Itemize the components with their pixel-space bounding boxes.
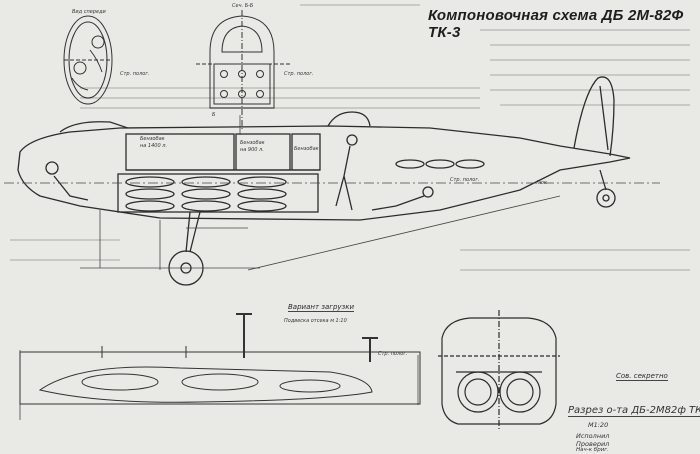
fuel-tank-2-capacity: на 900 л.	[240, 147, 264, 153]
section-title: Разрез о-та ДБ-2М82ф ТК-3	[568, 405, 700, 417]
front-view-label: Вид спереди	[72, 9, 106, 15]
tank-3-label: Бензобак	[294, 146, 319, 152]
section-mark: Б	[212, 112, 216, 118]
drawing-title: Компоновочная схема ДБ 2М-82Ф ТК-3	[428, 7, 684, 41]
hatch-label: Люк	[536, 180, 547, 186]
bomb-loading-plan	[19, 313, 421, 405]
head-label: Нач-к бриг.	[576, 447, 609, 453]
fuel-tank-2-label: Бензобак	[240, 140, 265, 146]
fuel-tank-1-capacity: на 1400 л.	[140, 143, 168, 149]
fuselage-side-view	[17, 76, 631, 221]
executed-label: Исполнил	[576, 432, 610, 440]
floor-label-3: Стр. полог.	[450, 177, 480, 183]
section-label: Сеч. Б-Б	[232, 3, 254, 9]
checked-label: Проверил	[576, 440, 610, 448]
floor-label-4: Стр. полог.	[378, 351, 408, 357]
bomb-loading-title: Вариант загрузки	[288, 303, 355, 312]
section-bb	[196, 10, 290, 130]
front-view	[63, 15, 113, 105]
floor-label-2: Стр. полог.	[284, 71, 314, 77]
fuel-tank-1-label: Бензобак	[140, 136, 165, 142]
floor-label-1: Стр. полог.	[120, 71, 150, 77]
scale-label: М1:20	[588, 421, 609, 429]
secret-stamp: Сов. секретно	[616, 372, 668, 381]
main-landing-gear	[168, 211, 204, 286]
bomb-loading-subtitle: Подвеска отсека м 1:10	[284, 318, 347, 324]
cross-section	[438, 310, 560, 430]
